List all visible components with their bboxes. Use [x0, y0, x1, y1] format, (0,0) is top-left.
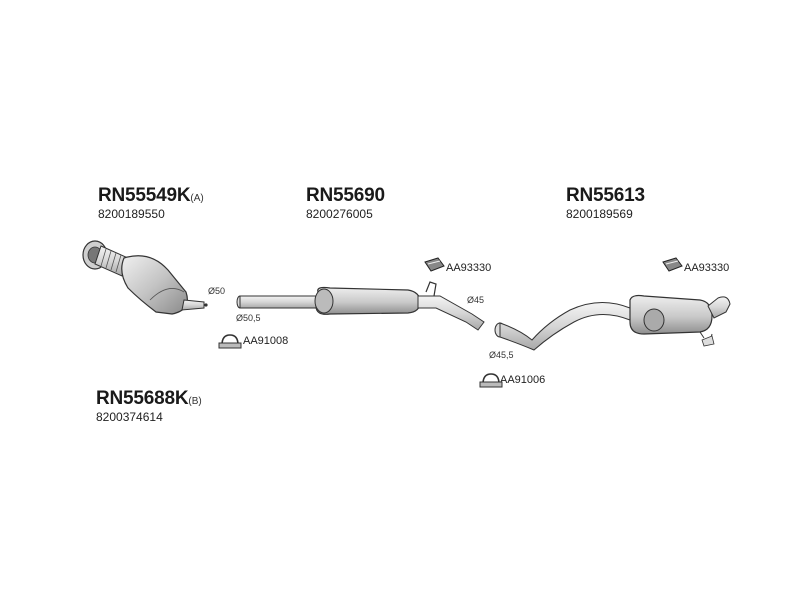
accessory-label-clamp-front: AA91008: [243, 335, 289, 347]
middle-hanger-bracket: [425, 281, 437, 297]
part-label-catalyst: RN55549K(A) 8200189550: [98, 186, 204, 220]
clamp-icon-front: [218, 334, 242, 349]
rear-muffler-end-cap: [643, 308, 665, 332]
diameter-label-45: Ø45: [467, 295, 485, 305]
oem-number-rear: 8200189569: [566, 207, 633, 221]
rear-muffler-body: [629, 294, 713, 335]
rear-tailpipe: [707, 296, 731, 319]
part-code-catalyst: RN55549K: [98, 185, 191, 206]
oem-number-middle: 8200276005: [306, 207, 373, 221]
rubber-hanger-icon-mid: [424, 257, 445, 272]
catalyst-body-seam: [149, 288, 185, 301]
part-suffix-catalyst: (A): [190, 193, 204, 204]
oem-number-catalyst: 8200189550: [98, 207, 165, 221]
part-code-kit-b: RN55688K: [96, 388, 189, 409]
catalyst-body: [121, 255, 188, 315]
part-label-kit-b: RN55688K(B) 8200374614: [96, 389, 202, 423]
middle-muffler-front-cap: [314, 288, 334, 314]
rear-muffler-assembly: [494, 294, 731, 351]
catalytic-converter: [82, 240, 208, 315]
part-label-middle: RN55690 8200276005: [306, 186, 385, 220]
rubber-hanger-icon-rear: [662, 257, 683, 272]
part-code-rear: RN55613: [566, 185, 645, 206]
rear-intermediate-pipe: [499, 302, 631, 351]
accessory-label-clamp-mid: AA91006: [500, 374, 546, 386]
part-suffix-kit-b: (B): [188, 396, 202, 407]
middle-rear-pipe: [417, 295, 485, 331]
catalyst-flex-pipe: [94, 245, 129, 277]
diameter-label-50-5: Ø50,5: [236, 313, 261, 323]
part-label-rear: RN55613 8200189569: [566, 186, 645, 220]
clamp-icon-mid: [479, 373, 503, 388]
oem-number-kit-b: 8200374614: [96, 410, 163, 424]
catalyst-outlet-pipe: [181, 299, 205, 311]
catalyst-sensor-dot: [204, 303, 208, 307]
rear-hanger-bracket: [701, 335, 715, 347]
diameter-label-45-5: Ø45,5: [489, 350, 514, 360]
diameter-label-50: Ø50: [208, 286, 226, 296]
accessory-label-hanger-mid: AA93330: [446, 262, 492, 274]
middle-front-pipe: [239, 295, 319, 309]
part-code-middle: RN55690: [306, 185, 385, 206]
catalyst-flex-ribs: [100, 248, 122, 273]
middle-muffler-assembly: [236, 281, 485, 331]
accessory-label-hanger-rear: AA93330: [684, 262, 730, 274]
